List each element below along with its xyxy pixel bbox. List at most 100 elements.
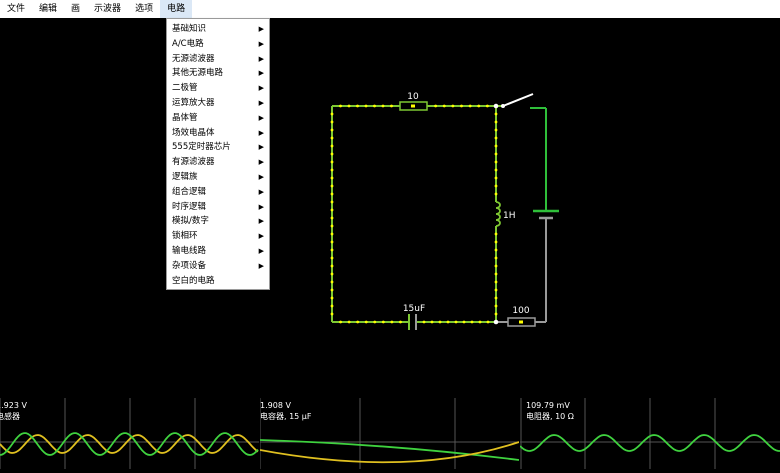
current-dot bbox=[462, 320, 466, 324]
menu-item-op-amps[interactable]: 运算放大器▶ bbox=[167, 96, 269, 111]
current-dot bbox=[330, 288, 334, 292]
menu-item-active-filters[interactable]: 有源滤波器▶ bbox=[167, 155, 269, 170]
circuit-canvas[interactable]: 10 1H 15uF 100 bbox=[0, 0, 780, 398]
current-dot bbox=[494, 272, 498, 276]
submenu-arrow-icon: ▶ bbox=[258, 54, 264, 63]
menu-options[interactable]: 选项 bbox=[135, 4, 154, 14]
current-dot bbox=[494, 280, 498, 284]
inductor-label: 1H bbox=[503, 211, 516, 221]
menu-bar: 文件 编辑 画 示波器 选项 电路 bbox=[0, 0, 780, 18]
menu-edit[interactable]: 编辑 bbox=[39, 4, 58, 14]
current-dot bbox=[330, 232, 334, 236]
menu-scopes[interactable]: 示波器 bbox=[94, 4, 122, 14]
current-dot bbox=[486, 320, 490, 324]
scope-plot-resistor bbox=[519, 398, 780, 469]
current-dot bbox=[494, 232, 498, 236]
submenu-arrow-icon: ▶ bbox=[258, 217, 264, 226]
current-dot bbox=[477, 104, 481, 108]
current-dot bbox=[330, 192, 334, 196]
menu-item-misc-devices[interactable]: 杂项设备▶ bbox=[167, 259, 269, 274]
submenu-arrow-icon: ▶ bbox=[258, 158, 264, 167]
current-dot bbox=[356, 320, 360, 324]
current-dot bbox=[494, 240, 498, 244]
inductor-1h[interactable] bbox=[495, 201, 501, 227]
menu-item-combinational-logic[interactable]: 组合逻辑▶ bbox=[167, 185, 269, 200]
current-dot bbox=[485, 104, 489, 108]
resistor-10-center-dot bbox=[411, 104, 415, 108]
current-dot bbox=[494, 176, 498, 180]
menu-item-mosfets[interactable]: 场效电晶体▶ bbox=[167, 126, 269, 141]
current-dot bbox=[330, 224, 334, 228]
menu-item-other-passive[interactable]: 其他无源电路▶ bbox=[167, 66, 269, 81]
menu-item-phase-locked-loops[interactable]: 锁相环▶ bbox=[167, 229, 269, 244]
current-dot bbox=[478, 320, 482, 324]
current-dot bbox=[494, 112, 498, 116]
resistor-top-label: 10 bbox=[407, 92, 419, 102]
menu-item-transmission-lines[interactable]: 输电线路▶ bbox=[167, 244, 269, 259]
menu-item-basics[interactable]: 基础知识▶ bbox=[167, 22, 269, 37]
scope-plot-inductor bbox=[0, 398, 259, 469]
menu-item-555-timer[interactable]: 555定时器芯片▶ bbox=[167, 140, 269, 155]
current-dot bbox=[330, 272, 334, 276]
scope-name: 电感器 bbox=[0, 412, 20, 421]
current-dot bbox=[494, 256, 498, 260]
current-dot bbox=[446, 320, 450, 324]
current-dot bbox=[494, 168, 498, 172]
node-top-right[interactable] bbox=[493, 103, 499, 109]
scope-resistor[interactable]: 109.79 mV 电阻器, 10 Ω bbox=[519, 398, 780, 469]
menu-item-blank-circuit[interactable]: 空白的电路 bbox=[172, 275, 215, 286]
resistor-10[interactable] bbox=[399, 101, 428, 111]
resistor-100[interactable] bbox=[507, 317, 536, 327]
scope-capacitor[interactable]: 1.908 V 电容器, 15 μF bbox=[259, 398, 520, 469]
menu-item-transistors[interactable]: 晶体管▶ bbox=[167, 111, 269, 126]
current-dot bbox=[494, 248, 498, 252]
submenu-arrow-icon: ▶ bbox=[258, 128, 264, 137]
scope-trace-current bbox=[259, 441, 520, 464]
submenu-arrow-icon: ▶ bbox=[258, 39, 264, 48]
current-dot bbox=[390, 104, 393, 108]
current-dot bbox=[330, 280, 334, 284]
current-dot bbox=[494, 288, 498, 292]
current-dot bbox=[430, 320, 434, 324]
switch-pivot[interactable] bbox=[501, 104, 505, 108]
current-dot bbox=[347, 320, 351, 324]
capacitor-label: 15uF bbox=[403, 304, 425, 314]
menu-item-passive-filters[interactable]: 无源滤波器▶ bbox=[167, 52, 269, 67]
current-dot bbox=[494, 312, 498, 316]
current-dot bbox=[422, 320, 426, 324]
submenu-arrow-icon: ▶ bbox=[258, 98, 264, 107]
current-dot bbox=[390, 320, 394, 324]
current-dot bbox=[330, 136, 334, 140]
circuits-dropdown-menu: 基础知识▶ A/C电路▶ 无源滤波器▶ 其他无源电路▶ 二极管▶ 运算放大器▶ … bbox=[166, 18, 270, 290]
menu-item-sequential-logic[interactable]: 时序逻辑▶ bbox=[167, 200, 269, 215]
submenu-arrow-icon: ▶ bbox=[258, 172, 264, 181]
current-dot bbox=[373, 320, 377, 324]
current-dot bbox=[494, 152, 498, 156]
menu-circuits[interactable]: 电路 bbox=[160, 0, 193, 18]
current-dot bbox=[330, 256, 334, 260]
current-dot bbox=[339, 104, 342, 108]
submenu-arrow-icon: ▶ bbox=[258, 25, 264, 33]
current-dot bbox=[454, 320, 458, 324]
current-dot bbox=[330, 296, 334, 300]
menu-item-diodes[interactable]: 二极管▶ bbox=[167, 81, 269, 96]
current-dot bbox=[330, 304, 334, 308]
submenu-arrow-icon: ▶ bbox=[258, 113, 264, 122]
scope-inductor[interactable]: 1.923 V 电感器 bbox=[0, 398, 259, 469]
current-dot bbox=[399, 320, 402, 324]
switch-lever[interactable] bbox=[502, 93, 534, 107]
current-dot bbox=[364, 320, 368, 324]
menu-item-ac-circuits[interactable]: A/C电路▶ bbox=[167, 37, 269, 52]
current-dot bbox=[330, 152, 334, 156]
menu-draw[interactable]: 画 bbox=[71, 4, 81, 14]
current-dot bbox=[330, 240, 334, 244]
current-dot bbox=[494, 144, 498, 148]
current-dot bbox=[330, 184, 334, 188]
menu-item-analog-digital[interactable]: 模拟/数字▶ bbox=[167, 214, 269, 229]
current-dot bbox=[442, 104, 446, 108]
menu-file[interactable]: 文件 bbox=[7, 4, 26, 14]
current-dot bbox=[330, 160, 334, 164]
scope-plot-capacitor bbox=[259, 398, 520, 469]
node-bottom-right[interactable] bbox=[493, 319, 499, 325]
menu-item-logic-families[interactable]: 逻辑族▶ bbox=[167, 170, 269, 185]
